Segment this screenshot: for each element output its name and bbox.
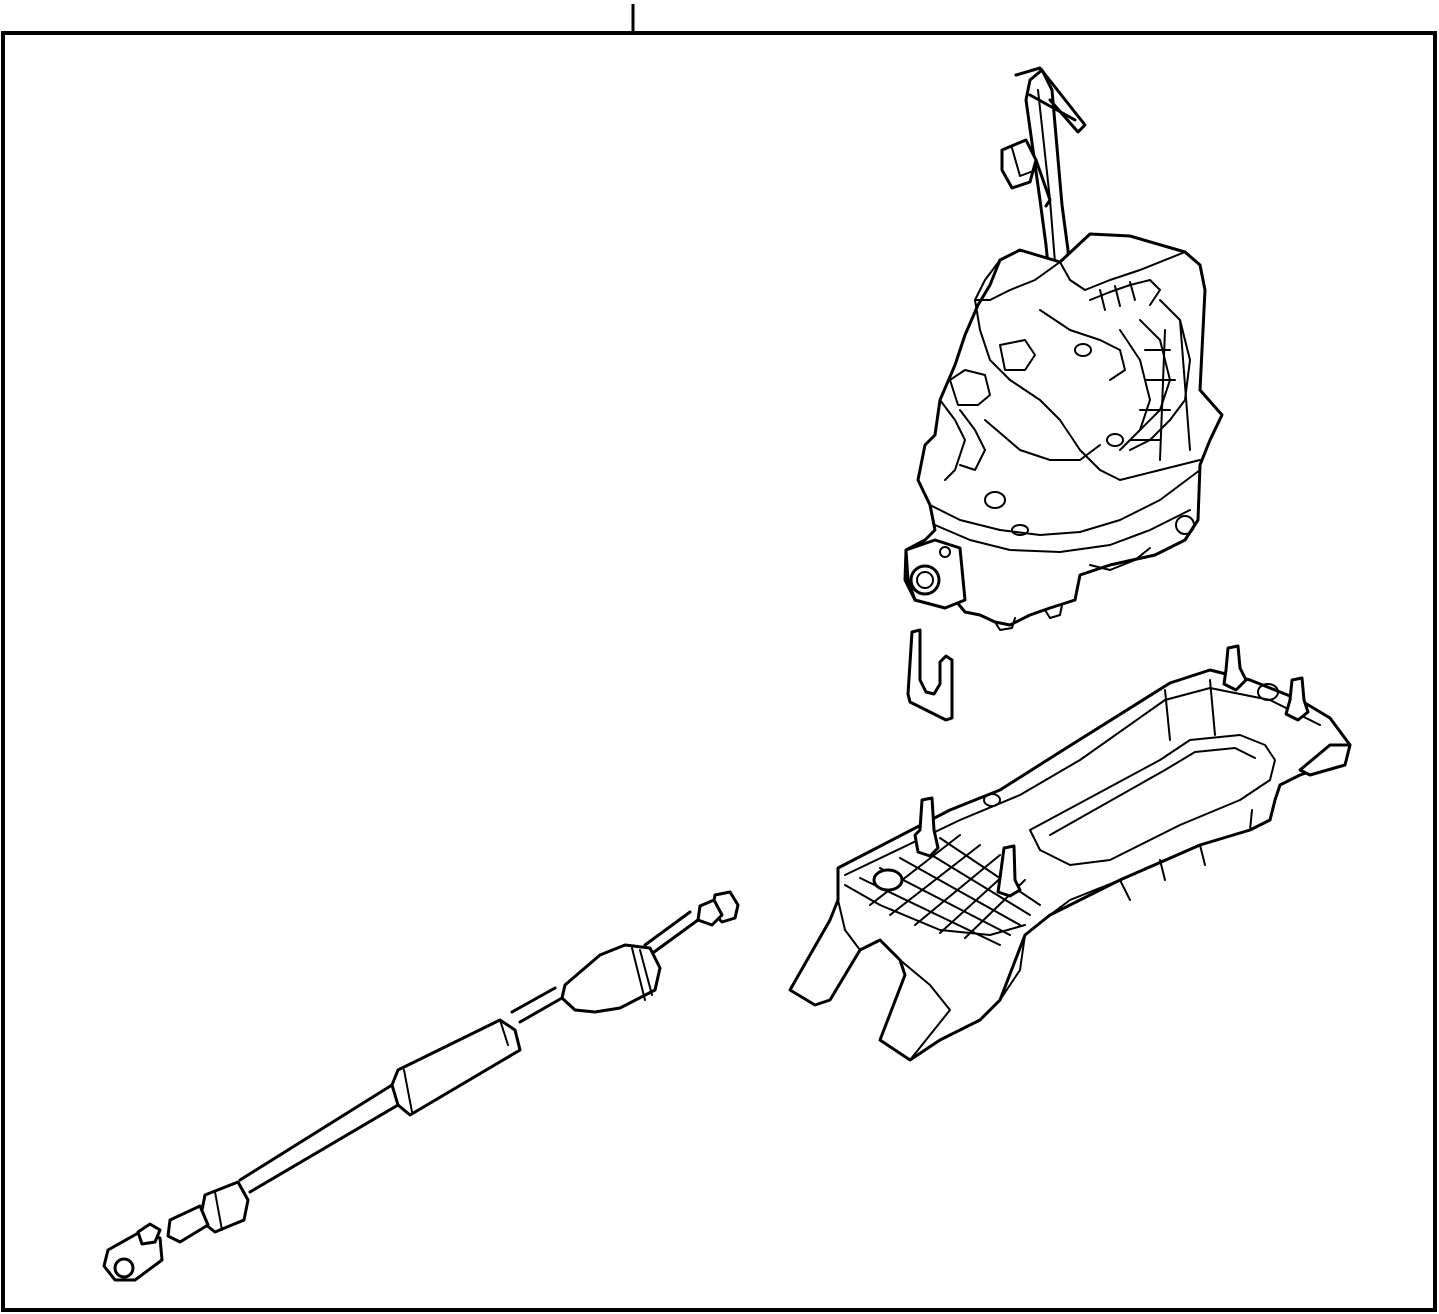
bracket-tray-icon[interactable] [788, 644, 1352, 1062]
u-clip-icon[interactable] [906, 628, 954, 722]
gear-shift-housing-icon[interactable] [903, 66, 1224, 631]
diagram-frame [1, 31, 1437, 1312]
control-cable-icon[interactable] [102, 890, 740, 1282]
